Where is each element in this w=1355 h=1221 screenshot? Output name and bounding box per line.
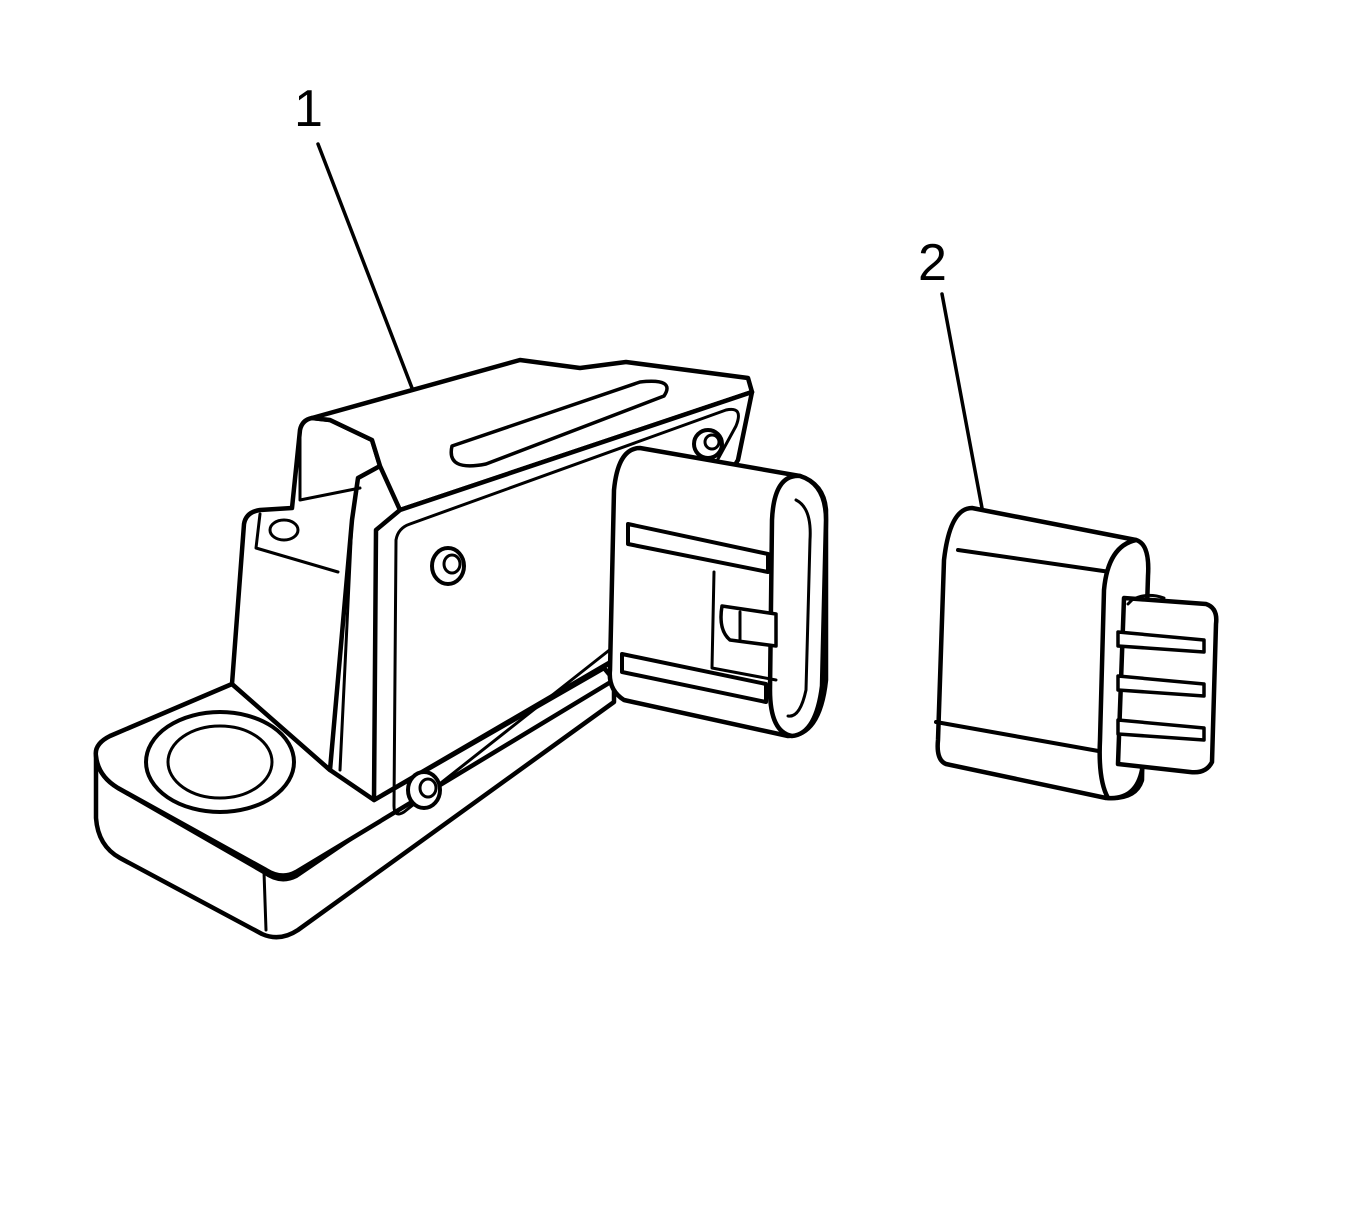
callout-label-2: 2: [918, 234, 947, 292]
bolt-lower: [406, 770, 442, 810]
leader-line-1: [316, 142, 414, 390]
callout-2: 2: [918, 234, 984, 510]
leader-line-2: [940, 292, 984, 510]
sensor-assembly: [93, 357, 829, 940]
harness-connector: [934, 505, 1219, 801]
sensor-connector: [607, 445, 829, 739]
bolt-upper: [430, 546, 466, 586]
callout-label-1: 1: [294, 80, 323, 138]
mounting-foot: [93, 657, 617, 940]
bolt-right: [692, 428, 724, 460]
callout-1: 1: [294, 80, 414, 390]
